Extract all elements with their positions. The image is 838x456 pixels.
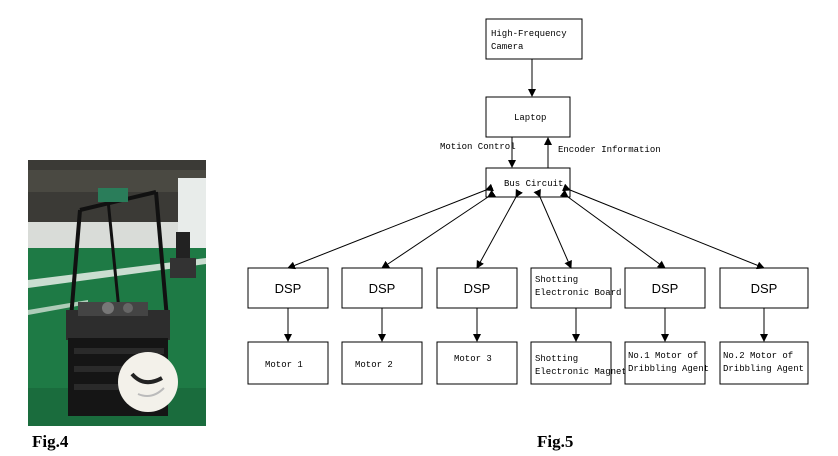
robot-photo [28,160,206,426]
shooting-magnet-line2: Electronic Magnet [535,367,627,377]
shooting-board-line2: Electronic Board [535,288,621,298]
bus-arrows [287,183,765,270]
shooting-board-line1: Shotting [535,275,578,285]
encoder-info-label: Encoder Information [558,145,661,155]
dsp-label-5: DSP [751,281,778,296]
bus-circuit-label: Bus Circuit [504,179,563,189]
laptop-label: Laptop [514,113,546,123]
camera-box: High-Frequency Camera [485,18,583,60]
dribble1-line2: Dribbling Agent [628,364,709,374]
arrow-bus-dsp1 [287,183,494,270]
shooting-magnet-line1: Shotting [535,354,578,364]
dsp-box-3: DSP [436,267,518,309]
dribble1-box: No.1 Motor of Dribbling Agent [624,341,709,385]
camera-label-line2: Camera [491,42,524,52]
dsp-label-4: DSP [652,281,679,296]
dribble1-line1: No.1 Motor of [628,351,698,361]
dsp-label-2: DSP [369,281,396,296]
dsp-box-4: DSP [624,267,706,309]
motor3-box: Motor 3 [436,341,518,385]
motor2-label: Motor 2 [355,360,393,370]
motor2-box: Motor 2 [341,341,423,385]
dsp-box-1: DSP [247,267,329,309]
motor3-label: Motor 3 [454,354,492,364]
dsp-box-5: DSP [719,267,809,309]
robot-photo-image [28,160,206,426]
motion-control-label: Motion Control [440,142,516,152]
motor1-label: Motor 1 [265,360,303,370]
dsp-label-1: DSP [275,281,302,296]
dsp-box-2: DSP [341,267,423,309]
motor-arrows [284,308,768,342]
shooting-magnet-box: Shotting Electronic Magnet [530,341,627,385]
shooting-board-box: Shotting Electronic Board [530,267,621,309]
arrow-bus-dsp3 [476,188,523,269]
fig5-label: Fig.5 [537,432,574,451]
laptop-box: Laptop [485,96,571,138]
fig4-label: Fig.4 [32,432,69,451]
dribble2-line1: No.2 Motor of [723,351,793,361]
dsp-label-3: DSP [464,281,491,296]
arrow-bus-shooting [533,188,572,269]
arrow-bus-dsp2 [381,189,497,269]
arrow-bus-dsp4 [559,189,666,269]
camera-label-line1: High-Frequency [491,29,567,39]
dribble2-line2: Dribbling Agent [723,364,804,374]
motor1-box: Motor 1 [247,341,329,385]
dribble2-box: No.2 Motor of Dribbling Agent [719,341,809,385]
bus-circuit-box: Bus Circuit [485,167,571,198]
arrow-bus-dsp5 [562,183,765,270]
